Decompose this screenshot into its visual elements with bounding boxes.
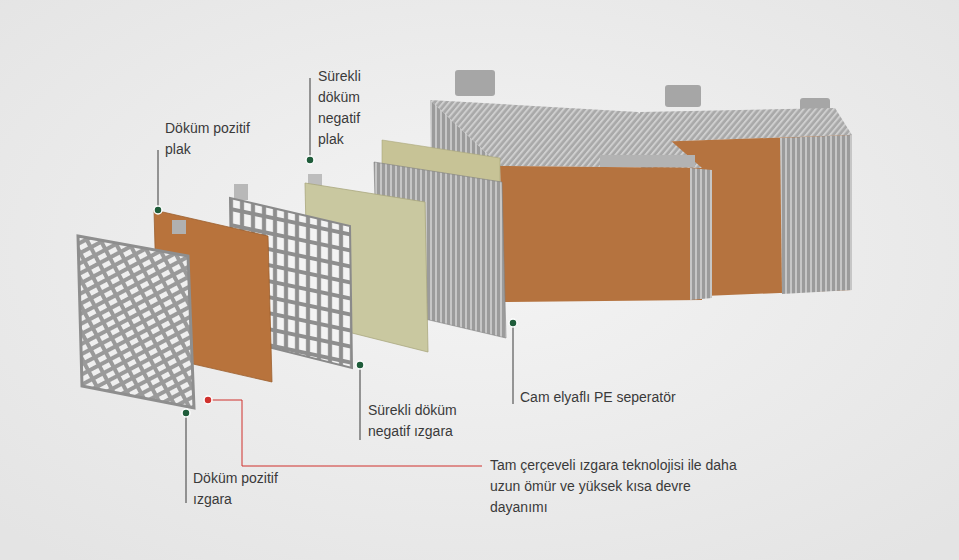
part-label: Cam elyaflı PE seperatör [520, 387, 740, 408]
part-label: Sürekli döküm negatif plak [318, 66, 380, 150]
callout-dots [154, 156, 517, 417]
part-label: Sürekli döküm negatif ızgara [368, 400, 480, 442]
callout-note: Tam çerçeveli ızgara teknolojisi ile dah… [490, 455, 752, 518]
positive-grid [78, 220, 194, 408]
part-label: Döküm pozitif plak [165, 118, 255, 160]
part-label: Döküm pozitif ızgara [193, 468, 285, 510]
